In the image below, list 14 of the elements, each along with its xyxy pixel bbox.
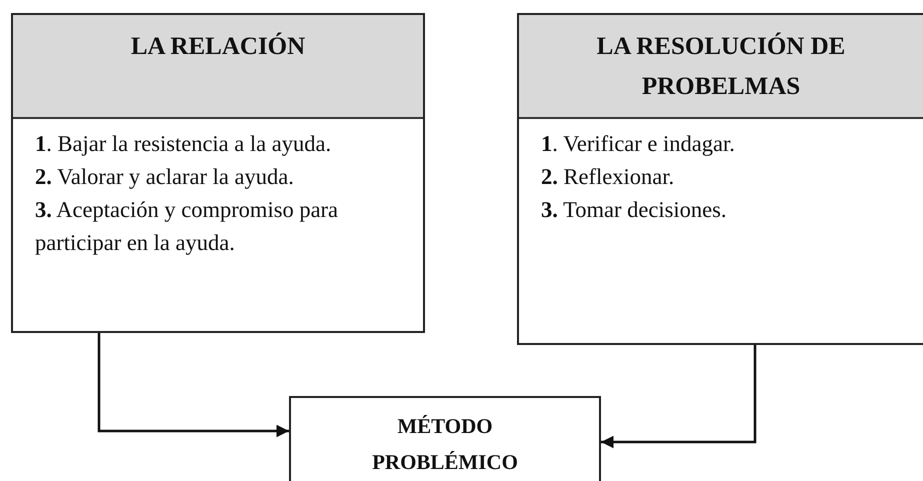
process-box: [289, 396, 601, 481]
list-item: 2. Valorar y aclarar la ayuda.: [35, 163, 295, 191]
list-item: 3. Aceptación y compromiso para participar en la ayuda.: [35, 196, 340, 257]
box-title: MÉTODO PROBLÉMICO: [371, 413, 519, 476]
box-heading: LA RELACIÓN: [130, 32, 306, 62]
list-item: 2. Reflexionar.: [541, 163, 676, 191]
arrow: [98, 333, 289, 438]
list-item: 1. Bajar la resistencia a la ayuda.: [35, 130, 332, 158]
list-box: [517, 13, 923, 345]
box-heading: LA RESOLUCIÓN DE PROBELMAS: [596, 32, 846, 102]
list-item: 3. Tomar decisiones.: [541, 196, 728, 224]
list-box: [11, 13, 425, 333]
arrow: [601, 345, 756, 448]
list-item: 1. Verificar e indagar.: [541, 130, 736, 158]
